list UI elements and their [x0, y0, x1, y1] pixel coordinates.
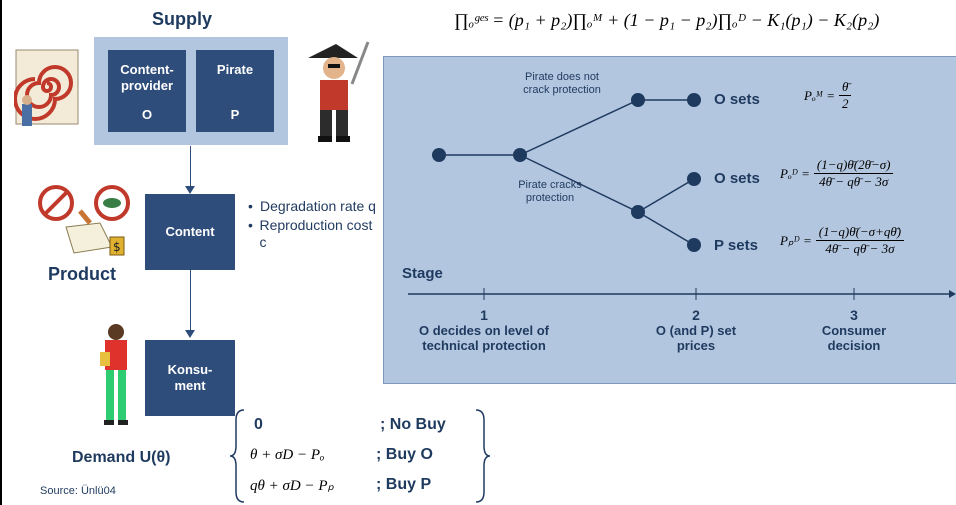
- demand-case-2: qθ + σD − Pₚ ; Buy P: [250, 476, 432, 494]
- tree-node-pirate: [513, 148, 527, 162]
- outcome-2-label: O sets: [714, 170, 760, 187]
- svg-text:$: $: [113, 240, 121, 254]
- demand-cases: 0 ; No Buy θ + σD − Pₒ ; Buy O qθ + σD −…: [250, 410, 482, 500]
- step-3: 3 Consumer decision: [821, 307, 887, 353]
- stage-label: Stage: [402, 265, 443, 282]
- left-brace-icon: [230, 409, 245, 503]
- arrow-supply-to-content: [190, 146, 191, 188]
- outcome-1-formula: Pₒᴹ = θ̄ 2: [804, 79, 852, 112]
- pirate-label: Pirate: [216, 62, 254, 77]
- arrowhead-content-to-konsument: [185, 330, 195, 338]
- game-tree-panel: Pirate does not crack protection Pirate …: [383, 56, 956, 384]
- tree-node-o-sets-d: [687, 172, 701, 186]
- branch-crack-label: Pirate cracks protection: [518, 179, 582, 204]
- outcome-3-formula: Pₚᴰ = (1−q)θ̄(−σ+qθ̄) 4θ̄ − qθ̄ − 3σ: [780, 224, 905, 257]
- pirate-box: Pirate P: [196, 50, 274, 132]
- branch-no-crack-label: Pirate does not crack protection: [523, 71, 601, 96]
- arrowhead-supply-to-content: [185, 186, 195, 194]
- konsument-box: Konsu-ment: [145, 340, 235, 416]
- tree-node-no-crack: [631, 93, 645, 107]
- left-border-line: [0, 0, 2, 505]
- outcome-2-formula: Pₒᴰ = (1−q)θ̄(2θ̄−σ) 4θ̄ − qθ̄ − 3σ: [780, 157, 894, 190]
- arrow-content-to-konsument: [190, 270, 191, 332]
- spiral-clipart-icon: [14, 49, 79, 126]
- demand-case-0: 0 ; No Buy: [254, 416, 446, 433]
- game-tree-lines: [408, 93, 956, 300]
- bullet-degradation: •Degradation rate q: [248, 198, 376, 214]
- step-2: 2 O (and P) set prices: [655, 307, 737, 353]
- outcome-1-label: O sets: [714, 91, 760, 108]
- content-box: Content: [145, 194, 235, 270]
- pirate-clipart-icon: [308, 41, 370, 142]
- profit-formula: ∏ₒᵍᵉˢ = (p₁ + p₂)∏ₒᴹ + (1 − p₁ − p₂)∏ₒᴰ …: [454, 10, 880, 30]
- tree-node-crack: [631, 205, 645, 219]
- tree-node-o-sets-m: [687, 93, 701, 107]
- right-brace-icon: [475, 409, 490, 503]
- bullet-reproduction: •Reproduction cost c: [248, 217, 373, 250]
- product-label: Product: [48, 264, 117, 284]
- outcome-3-label: P sets: [714, 237, 758, 254]
- consumer-person-icon: [100, 324, 128, 425]
- pirate-sub: P: [230, 107, 240, 122]
- content-provider-sub: O: [141, 107, 153, 122]
- product-clipart-icon: $: [38, 185, 130, 256]
- tree-node-p-sets-d: [687, 238, 701, 252]
- step-1: 1 O decides on level of technical protec…: [418, 307, 550, 353]
- demand-label: Demand U(θ): [72, 449, 171, 466]
- konsument-label: Konsu-ment: [167, 362, 213, 393]
- supply-title: Supply: [152, 9, 213, 29]
- source-note: Source: Ünlü04: [40, 485, 116, 497]
- content-bullets: •Degradation rate q •Reproduction cost c: [248, 198, 378, 251]
- tree-node-root: [432, 148, 446, 162]
- content-provider-box: Content-provider O: [108, 50, 186, 132]
- demand-case-1: θ + σD − Pₒ ; Buy O: [250, 446, 433, 463]
- content-provider-label: Content-provider: [120, 62, 174, 93]
